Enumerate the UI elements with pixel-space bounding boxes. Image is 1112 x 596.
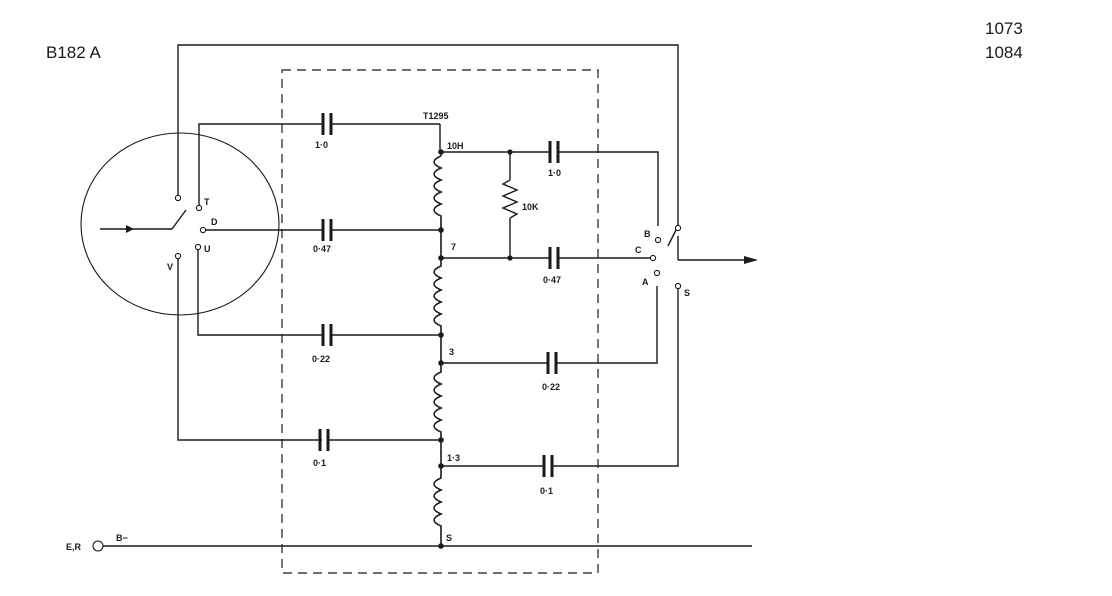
capacitor-left-3-label: 0·22 <box>312 354 330 364</box>
left-switch-contact-u <box>194 243 202 251</box>
right-switch-label-c: C <box>635 245 642 255</box>
right-switch-label-b: B <box>644 229 651 239</box>
right-switch-contact-s <box>674 282 682 290</box>
diagram-reference-right-2: 1084 <box>985 43 1023 62</box>
capacitor-right-4 <box>542 455 554 477</box>
left-switch-wiper <box>171 209 187 230</box>
switch-link-wire <box>177 44 679 226</box>
wire-cap-r3-to-a <box>557 286 658 364</box>
diagram-reference-left: B182 A <box>46 43 101 62</box>
left-switch-label-v: V <box>167 262 173 272</box>
capacitor-left-4 <box>318 429 330 451</box>
left-switch-label-d: D <box>211 217 218 227</box>
diagram-reference-right-1: 1073 <box>985 19 1023 38</box>
tap-label-13: 1·3 <box>447 453 460 463</box>
tap-label-7: 7 <box>451 242 456 252</box>
right-switch-label-s: S <box>684 288 690 298</box>
transformer-enclosure-dashed-box <box>281 69 599 574</box>
wire-u-to-cap <box>197 250 322 336</box>
capacitor-left-1 <box>321 113 333 135</box>
input-arrow-icon <box>126 225 134 233</box>
capacitor-right-2 <box>548 247 560 269</box>
capacitor-right-3 <box>546 352 558 374</box>
tap-label-3: 3 <box>449 347 454 357</box>
resistor-node-top <box>507 149 513 155</box>
capacitor-left-2 <box>321 219 333 241</box>
resistor-label: 10K <box>522 202 539 212</box>
bus-label: B− <box>116 533 128 543</box>
wire-t-to-cap <box>198 123 322 205</box>
left-switch-contact-d <box>199 226 207 234</box>
capacitor-right-3-label: 0·22 <box>542 382 560 392</box>
resistor-10k <box>501 179 519 219</box>
right-switch-contact-a <box>653 269 661 277</box>
left-switch-label-t: T <box>204 197 210 207</box>
wire-cap-r1-to-b <box>559 151 659 226</box>
wire-v-to-cap <box>177 259 322 441</box>
tap-node-3 <box>438 332 444 338</box>
left-switch-label-u: U <box>204 244 211 254</box>
left-switch-contact-t <box>195 204 203 212</box>
capacitor-right-2-label: 0·47 <box>543 275 561 285</box>
right-switch-pivot <box>674 224 682 232</box>
capacitor-left-1-label: 1·0 <box>315 140 328 150</box>
capacitor-right-1 <box>548 141 560 163</box>
capacitor-right-1-label: 1·0 <box>548 168 561 178</box>
transformer-name: T1295 <box>423 111 449 121</box>
capacitor-right-4-label: 0·1 <box>540 486 553 496</box>
bus-terminal <box>92 540 104 552</box>
output-arrow-icon <box>744 256 758 264</box>
capacitor-left-4-label: 0·1 <box>313 458 326 468</box>
tap-node-13 <box>438 437 444 443</box>
bus-terminal-label: E,R <box>66 542 82 552</box>
right-switch-contact-b <box>654 236 662 244</box>
highlight-circle <box>80 132 280 316</box>
tap-node-7 <box>438 227 444 233</box>
left-switch-contact-v <box>174 252 182 260</box>
right-switch-label-a: A <box>642 277 649 287</box>
capacitor-left-2-label: 0·47 <box>313 244 331 254</box>
right-switch-contact-c <box>649 254 657 262</box>
tap-label-s: S <box>446 533 452 543</box>
tap-label-10h: 10H <box>447 141 464 151</box>
left-switch-wiper-pivot <box>174 194 182 202</box>
wire-cap-r4-to-s <box>553 288 679 467</box>
transformer-coil <box>433 155 444 546</box>
capacitor-left-3 <box>321 324 333 346</box>
